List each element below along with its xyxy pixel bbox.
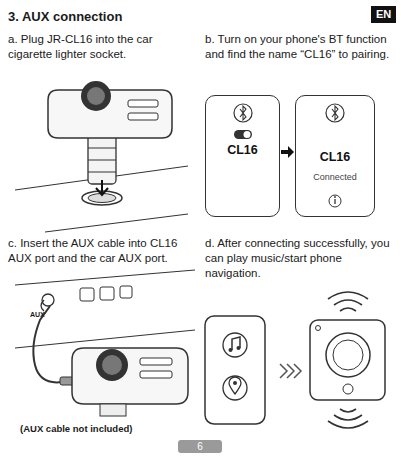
port-label: AUX	[30, 311, 45, 319]
usb-port	[140, 371, 172, 378]
dashboard-button	[100, 287, 114, 300]
language-badge: EN	[371, 6, 396, 23]
location-pin	[229, 377, 241, 394]
dashboard-line	[15, 270, 195, 285]
device-name: CL16	[296, 150, 374, 164]
toggle-knob	[244, 131, 251, 138]
bluetooth-symbol	[240, 106, 246, 120]
arrow-head	[288, 146, 294, 158]
step-text: b. Turn on your phone's BT function and …	[205, 32, 395, 62]
chevron-arrows	[280, 364, 301, 378]
info-icon	[334, 199, 335, 204]
info-icon	[329, 195, 341, 207]
music-note	[237, 346, 241, 350]
plug-ring	[88, 172, 116, 173]
speaker-outline	[310, 320, 385, 400]
step-text: c. Insert the AUX cable into CL16 AUX po…	[8, 236, 198, 266]
control-knob	[96, 349, 128, 381]
connect-arrow	[41, 300, 44, 311]
phone-screen: CL16	[205, 95, 280, 217]
usb-port	[128, 113, 158, 120]
step-text: a. Plug JR-CL16 into the car cigarette l…	[8, 32, 193, 62]
transmitter-body	[72, 348, 188, 404]
phone-outline	[205, 316, 265, 424]
usb-port	[140, 358, 172, 365]
dashboard-line	[45, 214, 188, 232]
plug-ring	[88, 160, 116, 161]
bluetooth-icon	[234, 104, 252, 122]
speaker-dot	[316, 326, 321, 331]
sound-waves	[328, 292, 368, 311]
toggle-switch	[234, 130, 252, 139]
speaker-cone	[333, 340, 363, 370]
page-number: 6	[178, 440, 222, 453]
speaker-cone	[326, 333, 370, 377]
music-icon	[223, 333, 247, 357]
flow-arrow	[281, 146, 294, 158]
arrow-shaft	[281, 150, 288, 154]
bluetooth-icon	[326, 104, 344, 122]
charger-plug	[100, 404, 126, 416]
usb-port	[128, 100, 158, 107]
insert-arrow	[96, 180, 108, 195]
note-text: (AUX cable not included)	[20, 421, 132, 436]
device-name: CL16	[206, 143, 279, 157]
dashboard-line	[15, 330, 195, 348]
phone-screen: CL16Connected	[295, 95, 375, 217]
control-knob	[102, 355, 122, 375]
step-text: d. After connecting successfully, you ca…	[205, 236, 395, 281]
dashboard-button	[120, 286, 132, 298]
navigation-icon	[223, 376, 247, 400]
status-text: Connected	[296, 172, 374, 182]
music-note	[232, 337, 240, 350]
location-pin	[233, 381, 237, 385]
music-note	[229, 348, 233, 352]
control-knob	[81, 81, 111, 111]
plug-ring	[88, 148, 116, 149]
info-icon	[334, 196, 336, 198]
section-title: 3. AUX connection	[8, 9, 122, 24]
sound-waves	[328, 409, 368, 428]
dashboard-button	[80, 288, 94, 301]
control-knob	[87, 87, 105, 105]
charger-plug	[88, 132, 116, 184]
speaker-tweeter	[343, 384, 353, 394]
bluetooth-symbol	[332, 106, 338, 120]
